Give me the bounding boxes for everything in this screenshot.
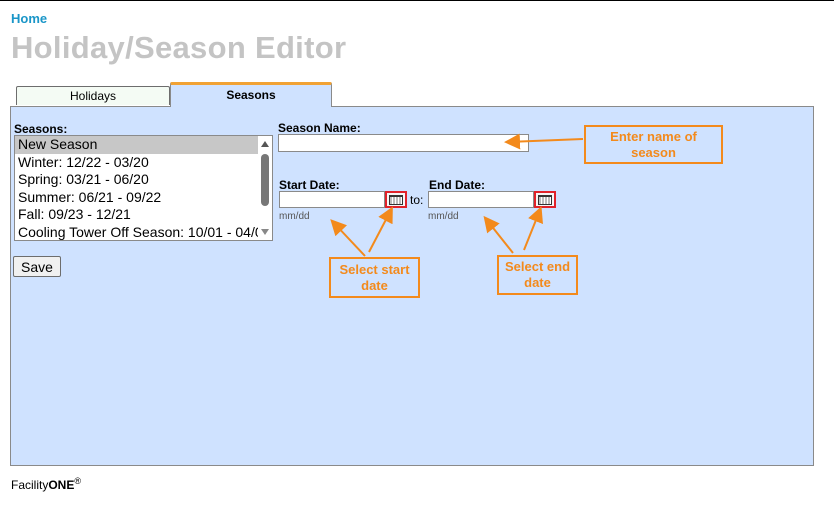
season-name-input[interactable] (278, 134, 529, 152)
season-list-item[interactable]: Cooling Tower Off Season: 10/01 - 04/01 (18, 223, 259, 240)
annotation-end-line1: Select end (504, 259, 571, 274)
end-date-calendar-button[interactable] (534, 191, 556, 208)
save-button[interactable]: Save (13, 256, 61, 277)
date-range-to-label: to: (410, 193, 424, 207)
seasons-list-label: Seasons: (14, 122, 68, 136)
tab-seasons[interactable]: Seasons (170, 82, 332, 107)
brand-regular: Facility (11, 478, 49, 492)
annotation-name-line2: season (631, 144, 676, 160)
season-list-item[interactable]: Summer: 06/21 - 09/22 (18, 188, 162, 205)
seasons-listbox[interactable]: New Season Winter: 12/22 - 03/20 Spring:… (14, 135, 273, 241)
scroll-down-arrow-icon[interactable] (261, 229, 269, 235)
end-date-input[interactable] (428, 191, 534, 208)
brand-registered-mark: ® (74, 476, 81, 486)
page-title: Holiday/Season Editor (11, 30, 347, 65)
brand-bold: ONE (48, 478, 75, 492)
seasons-scrollbar[interactable] (258, 136, 272, 240)
calendar-icon (538, 195, 552, 205)
tab-holidays[interactable]: Holidays (16, 86, 170, 105)
start-date-calendar-button[interactable] (385, 191, 407, 208)
start-date-input[interactable] (279, 191, 385, 208)
end-date-format-hint: mm/dd (428, 211, 459, 222)
scroll-up-arrow-icon[interactable] (261, 141, 269, 147)
annotation-start-line1: Select start (339, 261, 410, 277)
season-list-item[interactable]: Spring: 03/21 - 06/20 (18, 171, 149, 188)
annotation-start-line2: date (361, 277, 388, 293)
end-date-label: End Date: (429, 178, 486, 192)
start-date-label: Start Date: (279, 178, 340, 192)
season-name-label: Season Name: (278, 121, 361, 135)
season-list-item[interactable]: New Season (15, 136, 259, 154)
calendar-icon (389, 195, 403, 205)
top-border (0, 0, 834, 1)
home-link[interactable]: Home (11, 11, 48, 26)
footer-brand-logo: FacilityONE® (11, 476, 81, 492)
season-list-item[interactable]: Winter: 12/22 - 03/20 (18, 153, 149, 170)
annotation-name-line1: Enter name of (610, 128, 697, 144)
start-date-format-hint: mm/dd (279, 211, 310, 222)
annotation-end-line2: date (524, 275, 551, 290)
season-list-item[interactable]: Fall: 09/23 - 12/21 (18, 206, 131, 223)
seasons-panel: Seasons: New Season Winter: 12/22 - 03/2… (10, 106, 814, 466)
scroll-thumb[interactable] (261, 154, 269, 206)
